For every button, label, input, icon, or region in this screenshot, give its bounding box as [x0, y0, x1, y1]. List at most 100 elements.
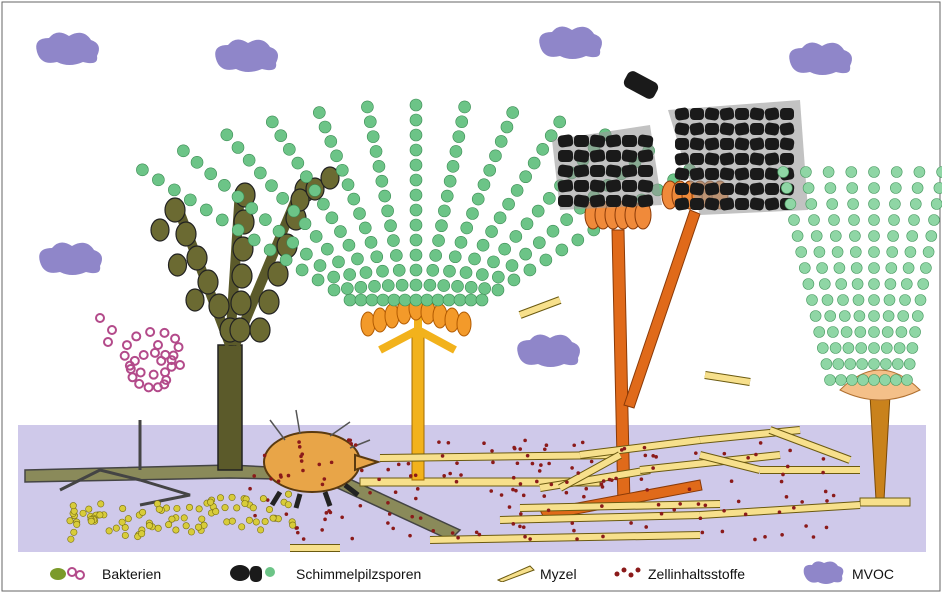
green-spore	[280, 254, 292, 266]
green-spore	[300, 248, 312, 260]
bacteria-dot	[207, 499, 213, 505]
bacteria-dot	[125, 515, 131, 521]
cell-content-dot	[330, 461, 334, 465]
green-spore	[427, 264, 439, 276]
bacteria-dot	[260, 495, 266, 501]
green-spore	[243, 154, 255, 166]
green-spore	[385, 220, 397, 232]
green-spore	[424, 279, 436, 291]
bacteria-dot	[253, 519, 259, 525]
pale-spore	[825, 375, 836, 386]
green-spore	[410, 189, 422, 201]
pale-spore	[898, 311, 909, 322]
green-spore	[503, 198, 515, 210]
cell-content-dot	[519, 482, 523, 486]
bacteria-dot	[188, 529, 194, 535]
pale-spore	[888, 231, 899, 242]
cell-content-dot	[644, 454, 648, 458]
cell-content-dot	[419, 516, 423, 520]
bacteria-dot	[222, 504, 228, 510]
black-spore	[574, 180, 589, 192]
cell-content-icon	[612, 564, 642, 580]
black-spore	[622, 135, 637, 147]
green-spore	[447, 160, 459, 172]
black-spore	[621, 149, 638, 163]
green-spore	[396, 279, 408, 291]
spores-icon	[226, 560, 276, 586]
pale-spore	[817, 263, 828, 274]
green-spore	[388, 294, 400, 306]
black-spore	[589, 179, 606, 193]
cell-content-dot	[296, 531, 300, 535]
black-spore	[574, 135, 589, 147]
bacteria-dot	[74, 521, 80, 527]
black-spore	[621, 164, 638, 178]
cell-content-dot	[386, 521, 390, 525]
green-spore	[355, 281, 367, 293]
green-spore	[488, 256, 500, 268]
olive-cell	[186, 289, 204, 311]
cell-content-dot	[832, 494, 836, 498]
pale-spore	[832, 247, 843, 258]
pale-spore	[891, 167, 902, 178]
pale-spore	[869, 279, 880, 290]
pale-spore	[869, 359, 880, 370]
green-spore	[443, 265, 455, 277]
black-spore	[765, 138, 779, 150]
cell-content-dot	[522, 494, 526, 498]
bacteria-dot	[242, 500, 248, 506]
green-spore	[460, 267, 472, 279]
pale-spore	[823, 167, 834, 178]
pale-spore	[869, 183, 880, 194]
green-spore	[461, 222, 473, 234]
green-spore	[314, 260, 326, 272]
mvoc-cloud-icon	[800, 558, 846, 586]
cell-content-dot	[287, 474, 291, 478]
mycel-hypha	[520, 504, 720, 508]
cell-content-dot	[644, 525, 648, 529]
cell-content-dot	[478, 533, 482, 537]
green-spore	[216, 214, 228, 226]
green-spore	[184, 194, 196, 206]
green-spore	[341, 283, 353, 295]
green-spore	[365, 236, 377, 248]
cell-content-dot	[302, 537, 306, 541]
cell-content-dot	[572, 443, 576, 447]
green-spore	[476, 269, 488, 281]
green-spore	[364, 116, 376, 128]
cell-content-dot	[528, 537, 532, 541]
green-spore	[287, 237, 299, 249]
green-spore	[379, 190, 391, 202]
black-spore	[638, 165, 653, 177]
bacteria-dot	[122, 532, 128, 538]
black-spore	[605, 164, 622, 178]
green-spore	[410, 159, 422, 171]
olive-cell	[232, 264, 252, 288]
black-spore	[675, 183, 689, 195]
cell-content-dot	[657, 503, 661, 507]
pale-spore	[880, 359, 891, 370]
black-spore	[780, 108, 794, 120]
bacteria-dot	[139, 509, 145, 515]
cell-content-dot	[388, 512, 392, 516]
pale-spore	[857, 359, 868, 370]
bacteria-dot	[156, 506, 162, 512]
pale-spore	[915, 295, 926, 306]
black-spore	[558, 195, 573, 207]
green-spore	[370, 145, 382, 157]
cell-content-dot	[269, 477, 273, 481]
pale-spore	[884, 295, 895, 306]
bacteria-dot	[270, 515, 276, 521]
green-spore	[479, 283, 491, 295]
pale-spore	[789, 215, 800, 226]
green-spore	[334, 226, 346, 238]
cell-content-dot	[754, 453, 758, 457]
cell-content-dot	[523, 535, 527, 539]
green-spore	[377, 265, 389, 277]
cell-content-dot	[348, 438, 352, 442]
cell-content-dot	[565, 480, 569, 484]
cell-content-dot	[360, 469, 364, 473]
green-spore	[572, 234, 584, 246]
cell-content-dot	[640, 477, 644, 481]
cell-content-dot	[300, 459, 304, 463]
